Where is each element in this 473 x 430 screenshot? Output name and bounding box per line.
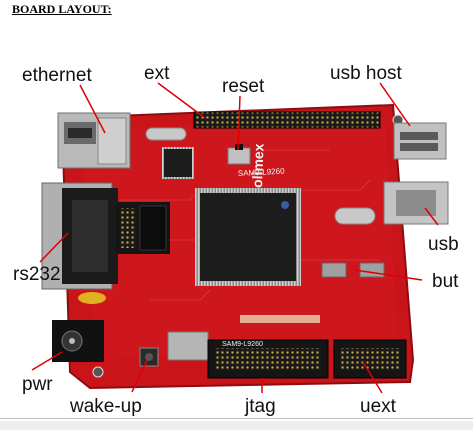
user-buttons <box>321 262 385 278</box>
wake-up-button <box>139 347 159 367</box>
jumper-headers <box>116 202 170 254</box>
label-reset: reset <box>222 76 265 97</box>
jtag-header <box>207 339 329 379</box>
crystal <box>145 127 187 141</box>
label-jtag: jtag <box>245 396 276 417</box>
uext-header <box>333 339 407 379</box>
leader-pwr <box>31 351 63 371</box>
ext-header <box>193 111 381 129</box>
leader-ext <box>157 82 206 119</box>
label-usb-host: usb host <box>330 63 402 84</box>
usb-device-connector <box>383 181 449 225</box>
leader-uext <box>362 361 383 394</box>
brand-logo: olimex <box>249 143 267 188</box>
leader-wake-up <box>131 359 148 393</box>
footer-bar <box>0 421 473 430</box>
label-pwr: pwr <box>22 374 53 395</box>
reset-button <box>227 144 251 165</box>
leader-lines <box>31 82 439 394</box>
footer-divider <box>0 418 473 419</box>
ethernet-jack <box>57 112 131 169</box>
label-uext: uext <box>360 396 396 417</box>
leader-usb-host <box>379 82 411 127</box>
cpu-crystal <box>334 207 376 225</box>
leader-rs232 <box>39 232 69 263</box>
leader-but <box>354 269 423 281</box>
phy-chip <box>162 147 194 179</box>
label-usb: usb <box>428 234 459 255</box>
mounting-hole <box>92 366 104 378</box>
small-ic <box>167 331 209 361</box>
rs232-connector <box>41 182 118 290</box>
power-jack <box>52 320 104 362</box>
leader-reset <box>237 95 241 151</box>
chip-resistor-row <box>240 315 320 323</box>
page-heading: BOARD LAYOUT: <box>12 2 112 16</box>
leader-usb <box>424 207 439 226</box>
main-cpu <box>195 188 301 286</box>
board-silkscreen-name: SAM9-L9260 <box>238 167 286 178</box>
label-wake-up: wake-up <box>70 396 142 417</box>
label-but: but <box>432 271 459 292</box>
tantalum-capacitor <box>78 292 106 304</box>
label-ethernet: ethernet <box>22 65 92 86</box>
leader-ethernet <box>79 84 106 134</box>
label-rs232: rs232 <box>13 264 61 285</box>
jtag-silkscreen: SAM9-L9260 <box>222 341 263 348</box>
label-ext: ext <box>144 63 170 84</box>
usb-host-connector <box>393 122 447 160</box>
